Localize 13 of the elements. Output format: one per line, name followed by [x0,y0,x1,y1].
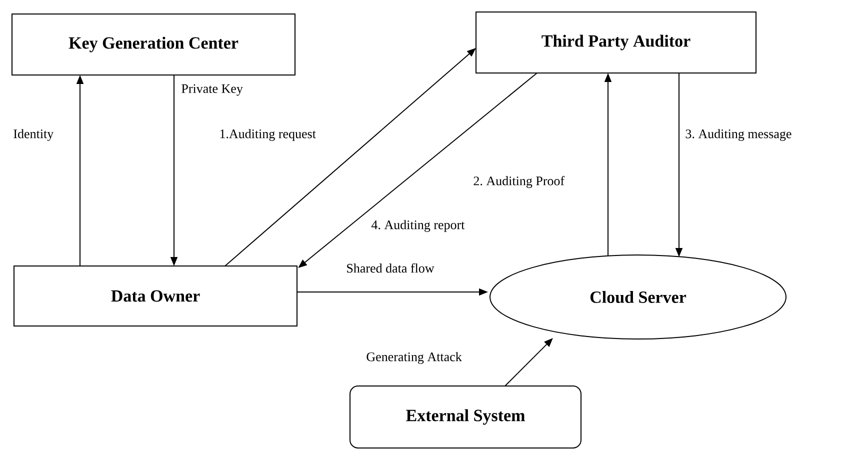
edge-label: 3. Auditing message [684,128,793,142]
edge-label: Generating Attack [365,351,463,365]
edge-label: 1.Auditing request [218,128,317,142]
process-box: Data Owner [14,266,298,326]
process-box: Third Party Auditor [476,12,756,74]
rounded-box: External System [350,386,582,448]
edge-label: 2. Auditing Proof [472,175,566,189]
arrow [504,338,553,386]
edge-label: Identity [12,128,55,142]
edge-label: 4. Auditing report [370,219,466,233]
edge-label: Private Key [180,83,244,97]
process-box: Key Generation Center [12,14,296,76]
edge-label: Shared data flow [345,262,436,274]
